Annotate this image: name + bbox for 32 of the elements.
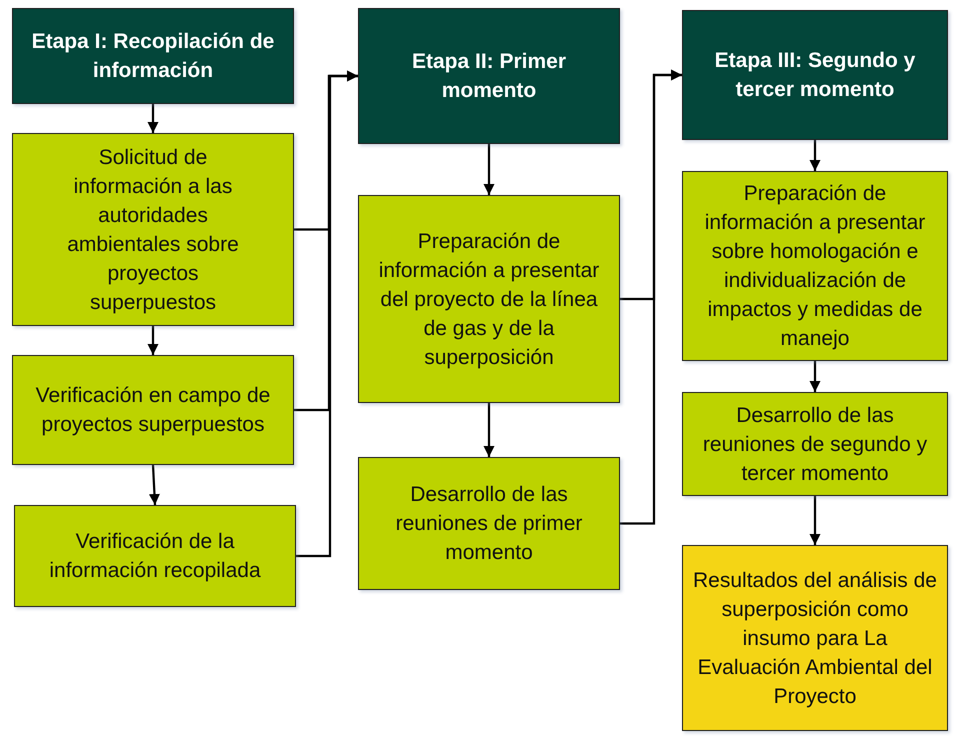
box-label: Solicitud de información a las autoridades ambientales sobre proyectos superpuestos [66,144,240,316]
arrow [484,144,494,195]
process-box [12,355,294,465]
arrow [810,140,820,171]
arrow [148,464,160,506]
process-box [12,133,294,326]
stage-header-box [358,8,620,144]
arrow [810,361,820,392]
arrow [484,403,494,457]
process-box [682,171,948,361]
process-box [358,457,620,590]
stage-header-box [12,8,294,104]
box-label: Resultados del análisis de superposición como insumo para La Evaluación Ambiental del Proyecto [692,568,938,710]
process-box [358,195,620,403]
process-box [682,392,948,496]
result-box [682,545,948,731]
arrow [296,70,358,558]
box-label: Desarrollo de las reuniones de primer momento [394,482,584,566]
process-box [14,505,296,607]
arrow [148,104,158,133]
stage-header-box [682,10,948,140]
box-label: Desarrollo de las reuniones de segundo y tercer momento [702,402,928,486]
box-label: Etapa I: Recopilación de información [30,29,276,84]
arrow [810,496,820,545]
box-label: Etapa II: Primer momento [410,49,568,104]
arrow [620,70,682,525]
box-label: Verificación en campo de proyectos superpuestos [34,383,272,438]
arrow [148,326,158,355]
box-label: Verificación de la información recopilada [48,529,262,584]
box-label: Etapa III: Segundo y tercer momento [714,48,916,103]
box-label: Preparación de información a presentar sobre homologación e individualización de impactos y medidas de manejo [704,181,926,352]
box-label: Preparación de información a presentar del proyecto de la línea de gas y de la superposición [378,228,600,370]
